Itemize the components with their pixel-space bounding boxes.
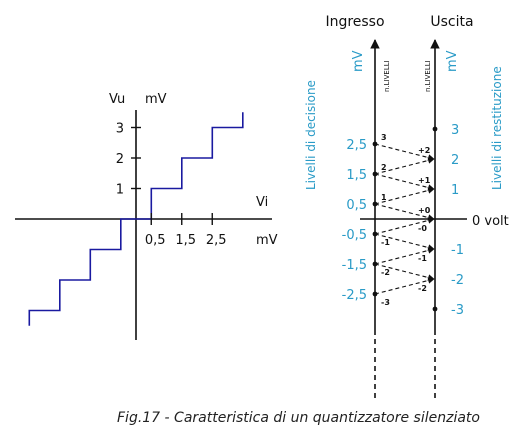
- decision-level-index: 3: [381, 133, 387, 142]
- decision-levels-label: Livelli di decisione: [304, 80, 318, 190]
- y-tick-label: 1: [116, 183, 124, 198]
- y-axis-label: Vu: [109, 92, 125, 107]
- decision-level-value: 2,5: [346, 138, 367, 153]
- output-level-value: 1: [451, 183, 459, 198]
- x-tick-label: 2,5: [206, 233, 227, 248]
- output-level-index: -0: [418, 224, 427, 233]
- output-level-value: -3: [451, 303, 464, 318]
- quantizer-level-diagram: Ingresso Uscita 0 volt mV mV n.LIVELLI n…: [304, 14, 509, 398]
- x-tick-label: 0,5: [145, 233, 166, 248]
- output-level-point: [432, 126, 438, 132]
- input-unit: mV: [351, 50, 366, 72]
- levels: 2,5 3 1,5 2 0,5 1 -0,5 -1 -1,5 -2 -2,5 -3 3 2 +2 1 +1 +0 -…: [342, 123, 464, 318]
- decision-level-value: -0,5: [342, 228, 367, 243]
- output-level-index: +0: [418, 206, 431, 215]
- output-title: Uscita: [430, 14, 473, 30]
- x-axis-unit: mV: [256, 233, 278, 248]
- mapping-arrow: [374, 203, 435, 221]
- mapping-arrow: [374, 173, 435, 191]
- figure-caption: Fig.17 - Caratteristica di un quantizzat…: [117, 410, 480, 426]
- decision-level-index: -3: [381, 298, 390, 307]
- output-unit: mV: [445, 50, 460, 72]
- y-ticks: 1 2 3: [116, 122, 141, 198]
- decision-level-index: 2: [381, 163, 387, 172]
- input-levels-count-label: n.LIVELLI: [383, 60, 391, 92]
- decision-level-index: -1: [381, 238, 390, 247]
- mapping-arrow: [374, 187, 435, 205]
- decision-level-index: 1: [381, 193, 387, 202]
- quantizer-staircase-line: [28, 112, 244, 326]
- output-levels-count-label: n.LIVELLI: [424, 60, 432, 92]
- mapping-arrow: [374, 277, 435, 295]
- mapping-arrow: [374, 263, 435, 281]
- mapping-arrow: [374, 233, 435, 251]
- decision-level-index: -2: [381, 268, 390, 277]
- y-tick-label: 3: [116, 122, 124, 137]
- output-level-value: -2: [451, 273, 464, 288]
- x-axis-label: Vi: [256, 195, 268, 210]
- y-axis-unit: mV: [145, 92, 167, 107]
- input-title: Ingresso: [325, 14, 384, 30]
- zero-volt-label: 0 volt: [472, 214, 509, 229]
- mapping-arrow: [374, 157, 435, 175]
- transfer-characteristic-graph: Vu mV Vi mV 1 2 3 0,5 1,5 2,5: [15, 92, 278, 340]
- x-ticks: 0,5 1,5 2,5: [145, 213, 227, 248]
- decision-level-value: 1,5: [346, 168, 367, 183]
- decision-level-value: -2,5: [342, 288, 367, 303]
- output-level-index: -2: [418, 284, 427, 293]
- y-tick-label: 2: [116, 152, 124, 167]
- output-level-value: 2: [451, 153, 459, 168]
- output-level-index: +2: [418, 146, 430, 155]
- mapping-arrow: [374, 217, 435, 235]
- output-level-index: +1: [418, 176, 431, 185]
- output-level-index: -1: [418, 254, 427, 263]
- mapping-arrow: [374, 247, 435, 265]
- x-tick-label: 1,5: [175, 233, 196, 248]
- restitution-levels-label: Livelli di restituzione: [490, 66, 504, 190]
- decision-level-value: 0,5: [346, 198, 367, 213]
- output-level-value: 3: [451, 123, 459, 138]
- output-level-point: [432, 306, 438, 312]
- output-level-value: -1: [451, 243, 464, 258]
- decision-level-value: -1,5: [342, 258, 367, 273]
- mapping-arrow: [374, 143, 435, 161]
